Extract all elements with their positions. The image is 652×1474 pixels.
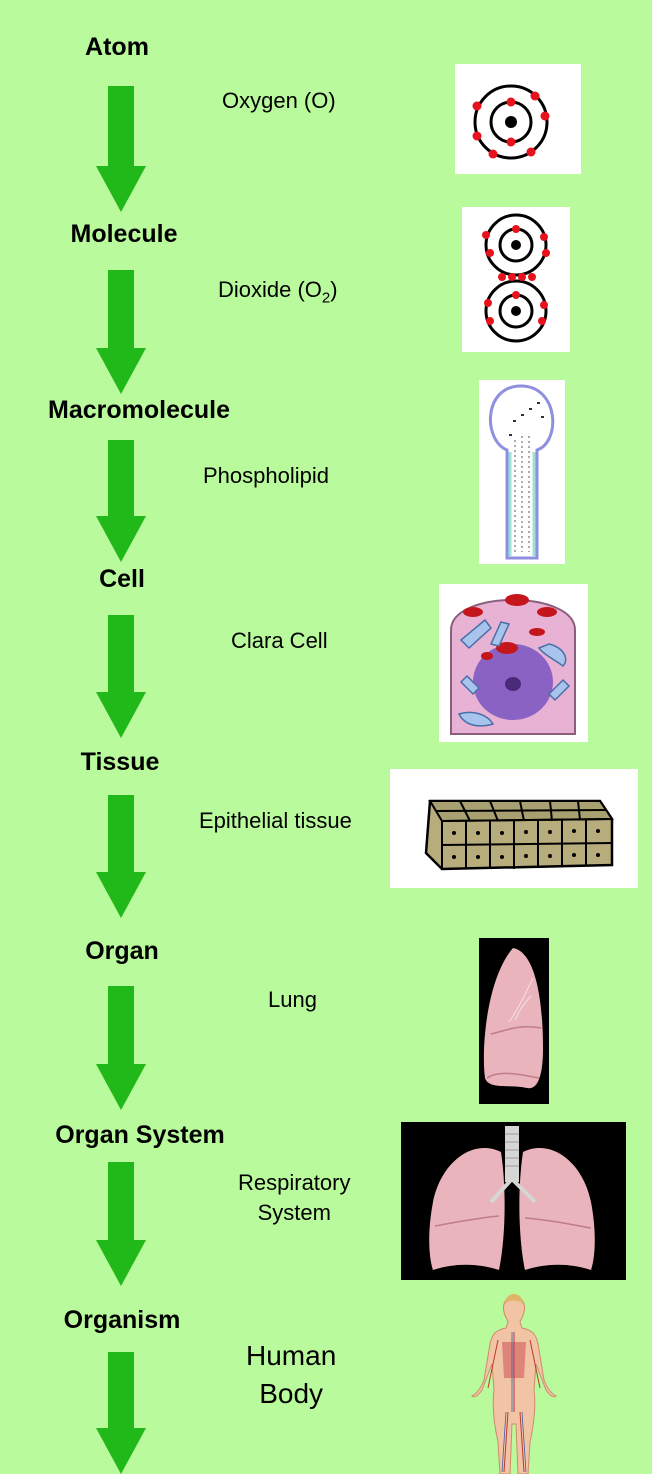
arrow-down-icon [96,795,146,918]
example-organ-system-line2: System [257,1200,331,1225]
human-body-image [471,1294,557,1474]
example-macromolecule: Phospholipid [203,463,329,488]
tissue-image [390,769,638,888]
level-atom: Atom [85,33,149,61]
example-organism-line2: Body [259,1378,324,1409]
level-cell: Cell [99,565,145,593]
example-molecule-text: Dioxide (O [218,277,322,302]
phospholipid-image [479,380,565,564]
example-cell: Clara Cell [231,628,328,653]
example-organism: Human Body [246,1337,336,1413]
arrow-down-icon [96,86,146,212]
atom-image [455,64,581,174]
example-molecule: Dioxide (O2) [218,275,338,313]
example-molecule-subscript: 2 [321,289,331,307]
level-organ: Organ [85,937,159,965]
arrow-down-icon [96,270,146,394]
arrow-down-icon [96,1162,146,1286]
respiratory-system-image [401,1122,626,1280]
level-molecule: Molecule [70,220,178,248]
level-organism: Organism [63,1306,181,1334]
example-organ-system: Respiratory System [238,1168,350,1228]
level-organ-system: Organ System [55,1121,225,1149]
lung-image [479,938,549,1104]
example-tissue: Epithelial tissue [199,808,352,833]
arrow-down-icon [96,986,146,1110]
molecule-image [462,207,570,352]
example-molecule-tail: ) [330,277,338,302]
cell-image [439,584,588,742]
level-macromolecule: Macromolecule [47,396,231,424]
arrow-down-icon [96,615,146,738]
example-organ-system-line1: Respiratory [238,1170,351,1195]
example-organism-line1: Human [246,1340,337,1371]
arrow-down-icon [96,440,146,562]
level-tissue: Tissue [80,748,160,776]
example-organ: Lung [268,987,317,1012]
example-atom: Oxygen (O) [222,88,336,113]
arrow-down-icon [96,1352,146,1474]
